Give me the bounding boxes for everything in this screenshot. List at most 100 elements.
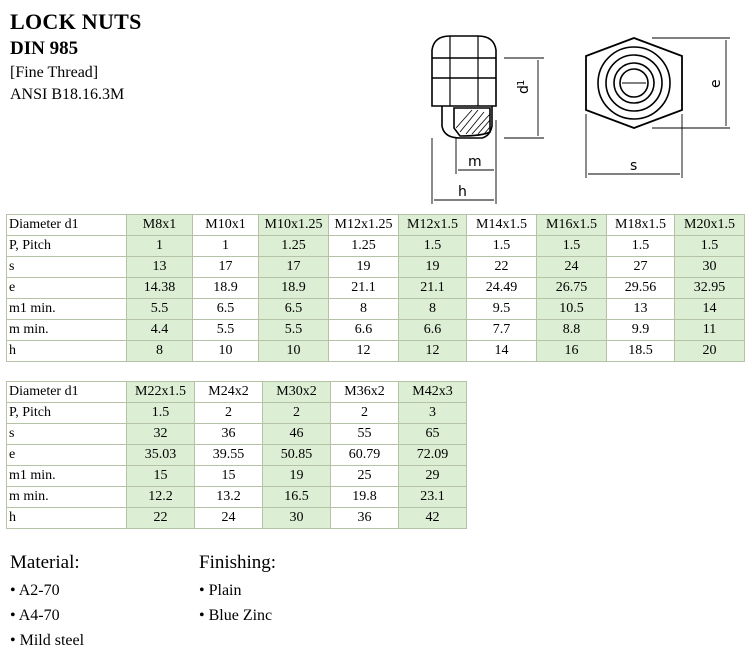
table-cell: 13 xyxy=(606,298,675,320)
table-cell: 1.25 xyxy=(258,235,329,257)
table-cell: 9.9 xyxy=(606,319,675,341)
row-label: m1 min. xyxy=(6,298,127,320)
table-cell: 16 xyxy=(536,340,607,362)
table-cell: 5.5 xyxy=(192,319,259,341)
table-cell: 10 xyxy=(258,340,329,362)
row-label: e xyxy=(6,277,127,299)
table-cell: 19 xyxy=(262,465,331,487)
table-cell: 25 xyxy=(330,465,399,487)
table-cell: M14x1.5 xyxy=(466,214,537,236)
table-cell: 23.1 xyxy=(398,486,467,508)
row-label: h xyxy=(6,507,127,529)
row-label: e xyxy=(6,444,127,466)
row-label: s xyxy=(6,423,127,445)
finishing-item: • Blue Zinc xyxy=(199,607,273,624)
m-label: m xyxy=(468,154,482,170)
table-cell: 4.4 xyxy=(126,319,193,341)
nut-side-body xyxy=(431,35,497,107)
s-label: s xyxy=(630,158,637,174)
table-cell: 2 xyxy=(194,402,263,424)
table-cell: 19 xyxy=(328,256,399,278)
h-label: h xyxy=(458,184,467,200)
row-label: P, Pitch xyxy=(6,235,127,257)
table-cell: M12x1.25 xyxy=(328,214,399,236)
table-cell: 6.5 xyxy=(258,298,329,320)
row-label: P, Pitch xyxy=(6,402,127,424)
row-label: Diameter d1 xyxy=(6,214,127,236)
table-cell: 36 xyxy=(330,507,399,529)
table-cell: 60.79 xyxy=(330,444,399,466)
table-cell: 36 xyxy=(194,423,263,445)
nylon-insert-section xyxy=(453,107,491,137)
table-cell: 3 xyxy=(398,402,467,424)
material-item: • Mild steel xyxy=(10,632,85,649)
table-cell: M36x2 xyxy=(330,381,399,403)
row-label: m1 min. xyxy=(6,465,127,487)
table-cell: M20x1.5 xyxy=(674,214,745,236)
d1-label: d xyxy=(516,85,532,94)
table-cell: 14.38 xyxy=(126,277,193,299)
table-cell: 1 xyxy=(192,235,259,257)
table-cell: 2 xyxy=(330,402,399,424)
table-cell: 1.5 xyxy=(674,235,745,257)
table-cell: 8.8 xyxy=(536,319,607,341)
table-cell: 29 xyxy=(398,465,467,487)
d1-subscript: 1 xyxy=(516,80,527,86)
table-cell: 30 xyxy=(674,256,745,278)
table-cell: 18.9 xyxy=(192,277,259,299)
table-cell: 27 xyxy=(606,256,675,278)
material-item: • A2-70 xyxy=(10,582,60,599)
row-label: s xyxy=(6,256,127,278)
table-cell: 26.75 xyxy=(536,277,607,299)
table-cell: 14 xyxy=(674,298,745,320)
table-cell: 9.5 xyxy=(466,298,537,320)
table-cell: M18x1.5 xyxy=(606,214,675,236)
table-cell: 32 xyxy=(126,423,195,445)
table-cell: 21.1 xyxy=(398,277,467,299)
finishing-section: Finishing: • Plain • Blue Zinc xyxy=(199,548,276,628)
table-cell: 1.5 xyxy=(398,235,467,257)
table-cell: 1.5 xyxy=(536,235,607,257)
table-cell: 6.6 xyxy=(398,319,467,341)
row-label: m min. xyxy=(6,486,127,508)
table-cell: 11 xyxy=(674,319,745,341)
table-cell: 2 xyxy=(262,402,331,424)
table-cell: 29.56 xyxy=(606,277,675,299)
table-cell: 30 xyxy=(262,507,331,529)
nut-top-hex xyxy=(585,37,683,129)
table-cell: M22x1.5 xyxy=(126,381,195,403)
row-label: h xyxy=(6,340,127,362)
table-cell: M10x1.25 xyxy=(258,214,329,236)
table-cell: 46 xyxy=(262,423,331,445)
table-cell: M30x2 xyxy=(262,381,331,403)
table-cell: 17 xyxy=(192,256,259,278)
table-cell: 14 xyxy=(466,340,537,362)
header: LOCK NUTS DIN 985 [Fine Thread] ANSI B18… xyxy=(10,8,142,106)
table-cell: 6.5 xyxy=(192,298,259,320)
table-cell: 55 xyxy=(330,423,399,445)
table-cell: 72.09 xyxy=(398,444,467,466)
table-cell: 65 xyxy=(398,423,467,445)
table-cell: 17 xyxy=(258,256,329,278)
lock-nut-drawing: d 1 m h s e xyxy=(431,35,730,204)
table-cell: 39.55 xyxy=(194,444,263,466)
table-cell: M12x1.5 xyxy=(398,214,467,236)
table-cell: 5.5 xyxy=(126,298,193,320)
thread-label: [Fine Thread] xyxy=(10,64,99,81)
table-cell: 22 xyxy=(466,256,537,278)
table-cell: 50.85 xyxy=(262,444,331,466)
table-cell: 1.5 xyxy=(126,402,195,424)
table-cell: 24 xyxy=(194,507,263,529)
